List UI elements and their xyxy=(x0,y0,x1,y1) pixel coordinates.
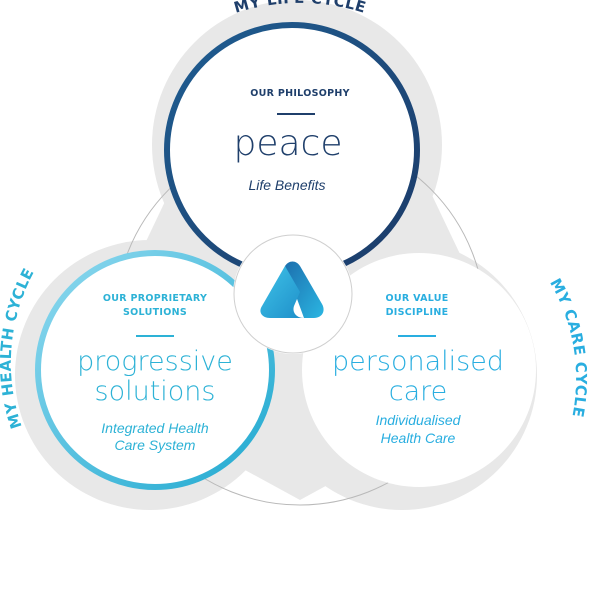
top-circle-title: peace xyxy=(233,123,342,164)
top-circle-subtitle: Life Benefits xyxy=(248,177,325,193)
right-circle-subtitle-line2: Health Care xyxy=(381,430,456,446)
right-circle: OUR VALUE DISCIPLINE personalised care I… xyxy=(302,253,536,487)
top-circle-heading: OUR PHILOSOPHY xyxy=(250,88,350,99)
top-circle: OUR PHILOSOPHY peace Life Benefits xyxy=(164,22,420,278)
left-circle: OUR PROPRIETARY SOLUTIONS progressive so… xyxy=(35,250,275,490)
left-circle-divider xyxy=(136,335,174,337)
left-circle-title-line1: progressive xyxy=(77,346,233,377)
left-circle-title-line2: solutions xyxy=(95,376,216,407)
right-circle-heading-line1: OUR VALUE xyxy=(385,293,448,304)
center-logo xyxy=(233,234,353,354)
left-circle-heading-line2: SOLUTIONS xyxy=(123,307,187,318)
right-circle-title-line2: care xyxy=(389,376,448,407)
left-circle-subtitle-line1: Integrated Health xyxy=(101,420,209,436)
right-circle-divider xyxy=(398,335,436,337)
triangle-logo-icon xyxy=(260,261,324,318)
right-circle-title-line1: personalised xyxy=(332,346,504,377)
care-cycle-label: MY CARE CYCLE xyxy=(546,275,590,419)
right-circle-heading-line2: DISCIPLINE xyxy=(386,307,449,318)
right-circle-subtitle-line1: Individualised xyxy=(376,412,462,428)
left-circle-subtitle-line2: Care System xyxy=(115,437,196,453)
left-circle-heading-line1: OUR PROPRIETARY xyxy=(103,293,207,304)
top-circle-divider xyxy=(277,113,315,115)
